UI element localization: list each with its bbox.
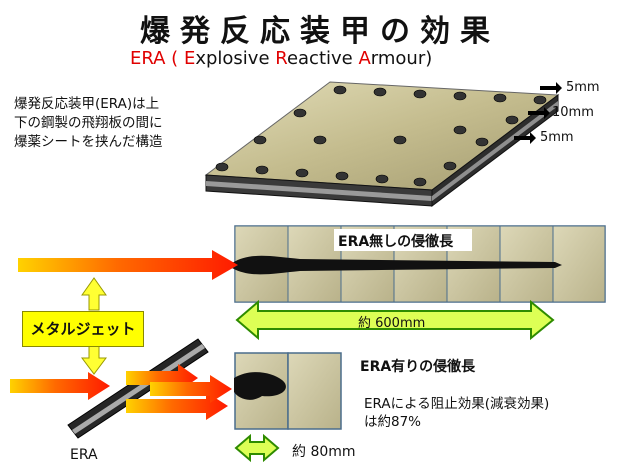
layer-label-middle: 10mm bbox=[552, 105, 594, 120]
effect-line-2: は約87% bbox=[364, 414, 422, 430]
without-era-length: 約 600mm bbox=[358, 316, 426, 331]
metal-jet-label: メタルジェット bbox=[22, 311, 144, 347]
effect-line-1: ERAによる阻止効果(減衰効果) bbox=[364, 396, 550, 412]
description-line-3: 爆薬シートを挟んだ構造 bbox=[14, 134, 163, 150]
era-description: 爆発反応装甲(ERA)は上 下の鋼製の飛翔板の間に 爆薬シートを挟んだ構造 bbox=[14, 95, 214, 152]
page-title: 爆発反応装甲の効果 bbox=[140, 14, 500, 49]
layer-label-bottom: 5mm bbox=[540, 130, 574, 145]
subtitle-word-2: Reactive bbox=[275, 48, 359, 69]
era-effect-text: ERAによる阻止効果(減衰効果) は約87% bbox=[364, 395, 549, 431]
with-era-length: 約 80mm bbox=[292, 444, 356, 460]
jet-arrows-bottom bbox=[10, 364, 232, 420]
era-diagonal-plate bbox=[67, 338, 209, 439]
armor-blocks-without-era bbox=[232, 225, 606, 303]
era-plate-3d bbox=[204, 81, 560, 208]
jet-arrow-top bbox=[18, 250, 238, 280]
subtitle-era: ERA ( bbox=[130, 48, 179, 69]
description-line-1: 爆発反応装甲(ERA)は上 bbox=[14, 96, 160, 112]
bolt-heads bbox=[215, 85, 547, 187]
subtitle: ERA ( Explosive Reactive Armour) bbox=[130, 48, 432, 69]
layer-pointers bbox=[514, 82, 562, 144]
with-era-label: ERA有りの侵徹長 bbox=[360, 359, 476, 375]
subtitle-word-1: Explosive bbox=[183, 48, 276, 69]
layer-label-top: 5mm bbox=[566, 80, 600, 95]
description-line-2: 下の鋼製の飛翔板の間に bbox=[14, 115, 163, 131]
yellow-vertical-arrows bbox=[81, 277, 107, 375]
armor-blocks-with-era bbox=[234, 352, 342, 430]
length-arrow-80 bbox=[234, 433, 280, 463]
without-era-label: ERA無しの侵徹長 bbox=[338, 234, 454, 250]
subtitle-word-3: Armour) bbox=[358, 48, 433, 69]
era-plate-label: ERA bbox=[70, 447, 98, 463]
length-arrow-600 bbox=[235, 299, 555, 341]
